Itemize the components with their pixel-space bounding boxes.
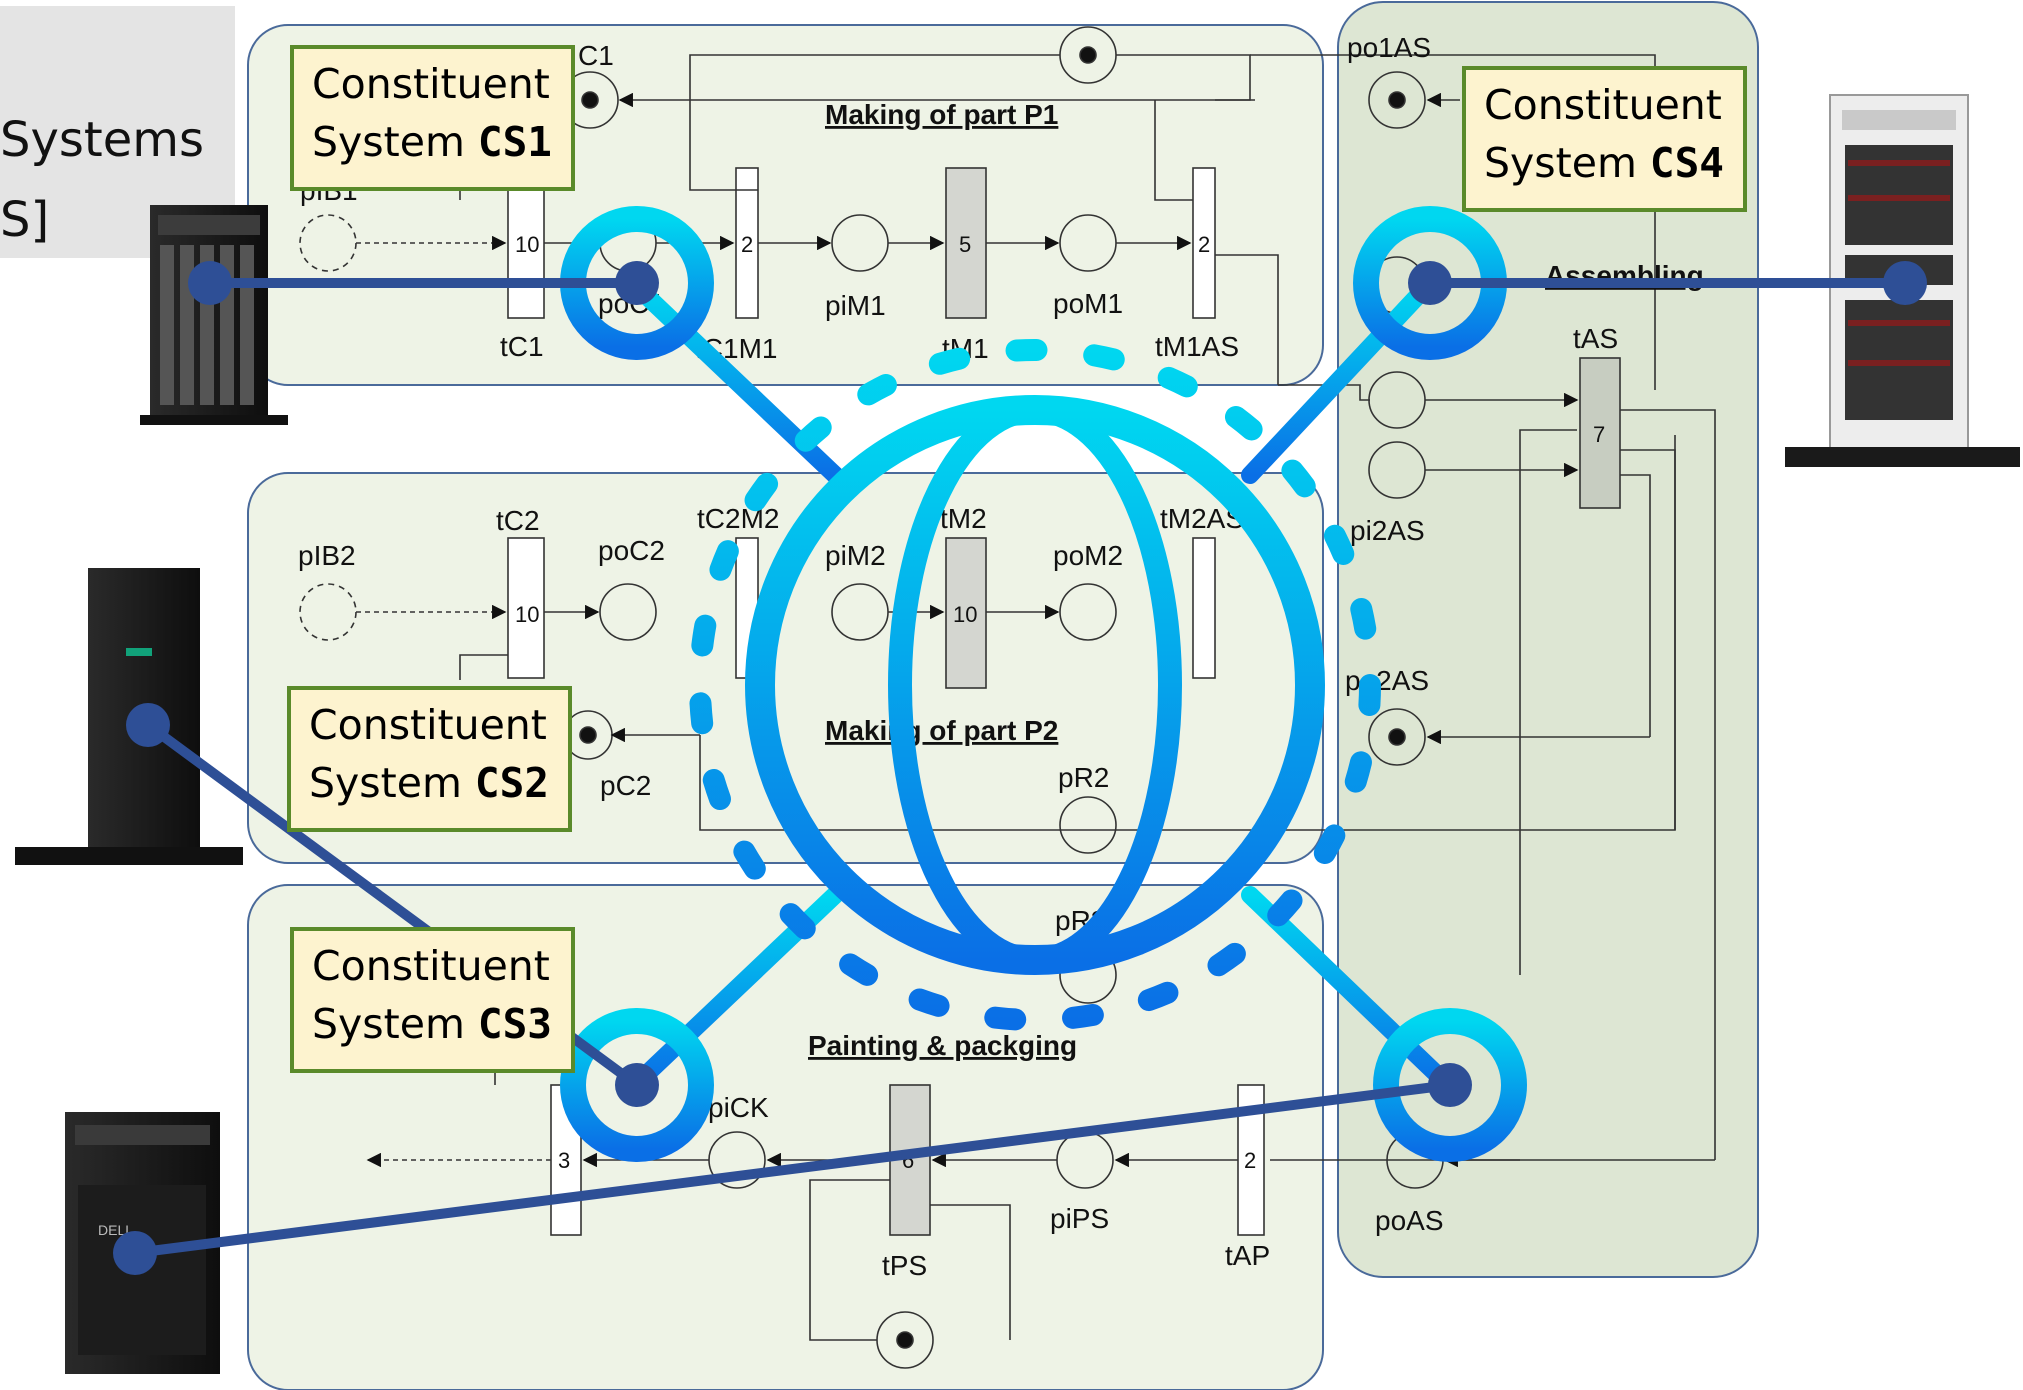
cs2-line2: System CS2 xyxy=(309,754,550,812)
systems-label-line2: S] xyxy=(0,192,50,248)
cs1-line1: Constituent xyxy=(312,60,550,108)
transition-tM1AS xyxy=(1192,167,1216,319)
weight-tC2: 10 xyxy=(515,602,539,627)
label-poM1: poM1 xyxy=(1053,288,1123,319)
weight-tPK: 3 xyxy=(558,1148,570,1173)
constituent-system-cs1-box: Constituent System CS1 xyxy=(290,45,575,191)
painting-labels: Painting & packging piCK tPS piPS tAP 3 … xyxy=(558,1030,1270,1281)
cs3-prefix: System xyxy=(312,1000,478,1048)
tower-server-icon xyxy=(140,205,288,425)
constituent-system-cs2-box: Constituent System CS2 xyxy=(287,686,572,832)
weight-tM2: 10 xyxy=(953,602,977,627)
label-tAP: tAP xyxy=(1225,1240,1270,1271)
painting-title: Painting & packging xyxy=(808,1030,1077,1061)
weight-tC1: 10 xyxy=(515,232,539,257)
label-piM1: piM1 xyxy=(825,290,886,321)
label-po1AS: po1AS xyxy=(1347,32,1431,63)
weight-tAS: 7 xyxy=(1593,422,1605,447)
cs3-id: CS3 xyxy=(477,1000,552,1048)
weight-tAP: 2 xyxy=(1244,1148,1256,1173)
cs4-line1: Constituent xyxy=(1484,81,1722,129)
label-tC2: tC2 xyxy=(496,505,540,536)
cs4-prefix: System xyxy=(1484,139,1650,187)
cs2-id: CS2 xyxy=(474,759,549,807)
cs3-line2: System CS3 xyxy=(312,995,553,1053)
place-po2AS xyxy=(1368,708,1426,766)
label-pi2AS: pi2AS xyxy=(1350,515,1425,546)
cs4-line2: System CS4 xyxy=(1484,134,1725,192)
label-poC2: poC2 xyxy=(598,535,665,566)
label-po2AS: po2AS xyxy=(1345,665,1429,696)
label-pIB2: pIB2 xyxy=(298,540,356,571)
systems-title-fragment: Systems S] xyxy=(0,6,235,258)
place-poC2 xyxy=(599,583,657,641)
cs1-line2: System CS1 xyxy=(312,113,553,171)
weight-tC1M1: 2 xyxy=(741,232,753,257)
place-po1AS xyxy=(1368,71,1426,129)
cs4-id: CS4 xyxy=(1649,139,1724,187)
p2-title: Making of part P2 xyxy=(825,715,1058,746)
transition-tAS xyxy=(1579,357,1621,509)
p1-labels: Making of part P1 tC1 pIB1 poC1 tC1M1 pi… xyxy=(300,40,1239,364)
weight-tM1: 5 xyxy=(959,232,971,257)
constituent-system-cs3-box: Constituent System CS3 xyxy=(290,927,575,1073)
assembly-panel xyxy=(1337,1,1759,1278)
assembly-labels: Assembling po1AS tAS pi2AS po2AS poAS 7 xyxy=(1345,32,1704,1236)
p1-title: Making of part P1 xyxy=(825,99,1058,130)
label-tAS: tAS xyxy=(1573,323,1618,354)
label-tM2: tM2 xyxy=(940,503,987,534)
weight-tM1AS: 2 xyxy=(1198,232,1210,257)
place-poM2 xyxy=(1059,583,1117,641)
label-tC1: tC1 xyxy=(500,331,544,362)
p1-net xyxy=(299,26,1279,385)
label-piPS: piPS xyxy=(1050,1203,1109,1234)
transition-tC1 xyxy=(507,184,545,319)
label-C1: C1 xyxy=(578,40,614,71)
label-tC2M2: tC2M2 xyxy=(697,503,779,534)
label-poAS: poAS xyxy=(1375,1205,1444,1236)
p2-labels: Making of part P2 tC2 pIB2 poC2 tC2M2 tM… xyxy=(298,503,1244,936)
systems-label-line1: Systems xyxy=(0,112,204,168)
cs2-line1: Constituent xyxy=(309,701,547,749)
globe-network-icon xyxy=(560,206,1527,1162)
label-tPS: tPS xyxy=(882,1250,927,1281)
label-pR2: pR2 xyxy=(1058,762,1109,793)
label-tM1AS: tM1AS xyxy=(1155,331,1239,362)
cs1-id: CS1 xyxy=(477,118,552,166)
cs2-prefix: System xyxy=(309,759,475,807)
label-pC2: pC2 xyxy=(600,770,651,801)
transition-tC2 xyxy=(507,537,545,679)
constituent-system-cs4-box: Constituent System CS4 xyxy=(1462,66,1747,212)
cs1-prefix: System xyxy=(312,118,478,166)
label-piCK: piCK xyxy=(708,1092,769,1123)
cs3-line1: Constituent xyxy=(312,942,550,990)
